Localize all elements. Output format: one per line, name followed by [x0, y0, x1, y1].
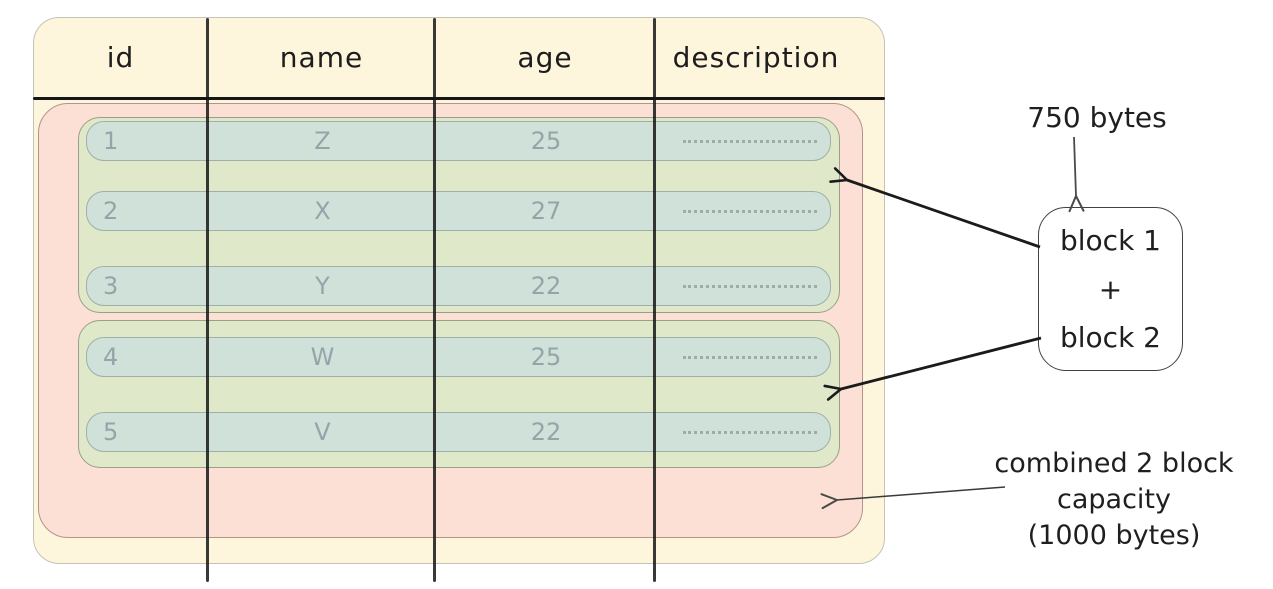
- plus-sign: +: [1098, 272, 1123, 306]
- column-separator-line: [433, 18, 436, 582]
- cell-description-dots: [683, 140, 817, 143]
- column-header-id: id: [106, 41, 135, 74]
- cell-age: 22: [530, 272, 562, 300]
- header-underline: [33, 97, 885, 100]
- cell-age: 25: [530, 343, 562, 371]
- block-sum-box: block 1 + block 2: [1038, 207, 1183, 371]
- block-2-label: block 2: [1059, 321, 1161, 355]
- cell-name: V: [314, 418, 331, 446]
- cell-name: Y: [315, 272, 330, 300]
- block-1-label: block 1: [1059, 223, 1161, 257]
- cell-age: 25: [530, 127, 562, 155]
- capacity-caption-line2: capacity: [1057, 484, 1171, 515]
- arrow-bytes-to-box: [1068, 136, 1085, 213]
- table-row: 1 Z 25: [86, 121, 831, 161]
- cell-age: 22: [530, 418, 562, 446]
- capacity-caption: combined 2 block capacity (1000 bytes): [985, 446, 1243, 554]
- cell-id: 5: [103, 418, 119, 446]
- cell-description-dots: [683, 356, 817, 359]
- cell-description-dots: [683, 431, 817, 434]
- cell-name: W: [310, 343, 335, 371]
- cell-id: 4: [103, 343, 119, 371]
- bytes-label: 750 bytes: [1027, 101, 1167, 134]
- table-row: 2 X 27: [86, 191, 831, 231]
- capacity-caption-line1: combined 2 block: [994, 448, 1234, 479]
- cell-id: 3: [103, 272, 119, 300]
- cell-name: Z: [314, 127, 331, 155]
- cell-id: 2: [103, 197, 119, 225]
- cell-description-dots: [683, 285, 817, 288]
- table-row: 3 Y 22: [86, 266, 831, 306]
- table-row: 4 W 25: [86, 337, 831, 377]
- column-separator-line: [653, 18, 656, 582]
- table-row: 5 V 22: [86, 412, 831, 452]
- capacity-caption-line3: (1000 bytes): [1027, 520, 1201, 551]
- column-header-age: age: [517, 41, 573, 74]
- cell-id: 1: [103, 127, 119, 155]
- cell-age: 27: [530, 197, 562, 225]
- column-separator-line: [206, 18, 209, 582]
- cell-name: X: [314, 197, 331, 225]
- column-header-name: name: [279, 41, 364, 74]
- cell-description-dots: [683, 210, 817, 213]
- column-header-description: description: [672, 41, 840, 74]
